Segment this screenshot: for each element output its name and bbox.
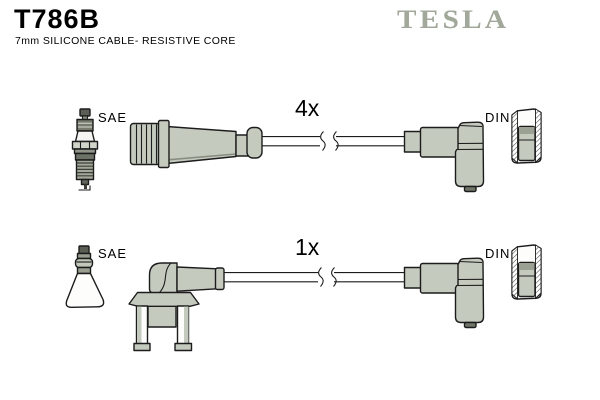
din-terminal-cutaway-row1 <box>511 108 542 164</box>
din-label-row2: DIN <box>485 246 510 261</box>
din-terminal-cutaway-row2 <box>511 244 542 300</box>
angled-distributor-boot-row2 <box>403 257 485 329</box>
ignition-cable-row2 <box>224 266 405 288</box>
ignition-cable-row1 <box>262 130 405 152</box>
sae-cone-terminal-illustration <box>65 245 105 308</box>
straight-plug-boot <box>129 119 263 169</box>
angled-distributor-boot-row1 <box>403 121 485 193</box>
cable-row-1: SAE 4x DIN <box>71 95 542 193</box>
quantity-label-row1: 4x <box>295 95 320 121</box>
din-label-row1: DIN <box>485 110 510 125</box>
sae-label-row2: SAE <box>98 246 127 261</box>
quantity-label-row2: 1x <box>295 234 320 260</box>
cable-row-2: SAE 1x DIN <box>65 234 542 352</box>
tesla-brand-logo: TESLA <box>397 5 510 34</box>
part-number-title: T786B <box>14 4 101 34</box>
spark-plug-illustration <box>71 108 99 191</box>
sae-label-row1: SAE <box>98 110 127 125</box>
cable-description: 7mm SILICONE CABLE- RESISTIVE CORE <box>15 35 236 47</box>
shielded-angled-boot <box>128 262 225 352</box>
